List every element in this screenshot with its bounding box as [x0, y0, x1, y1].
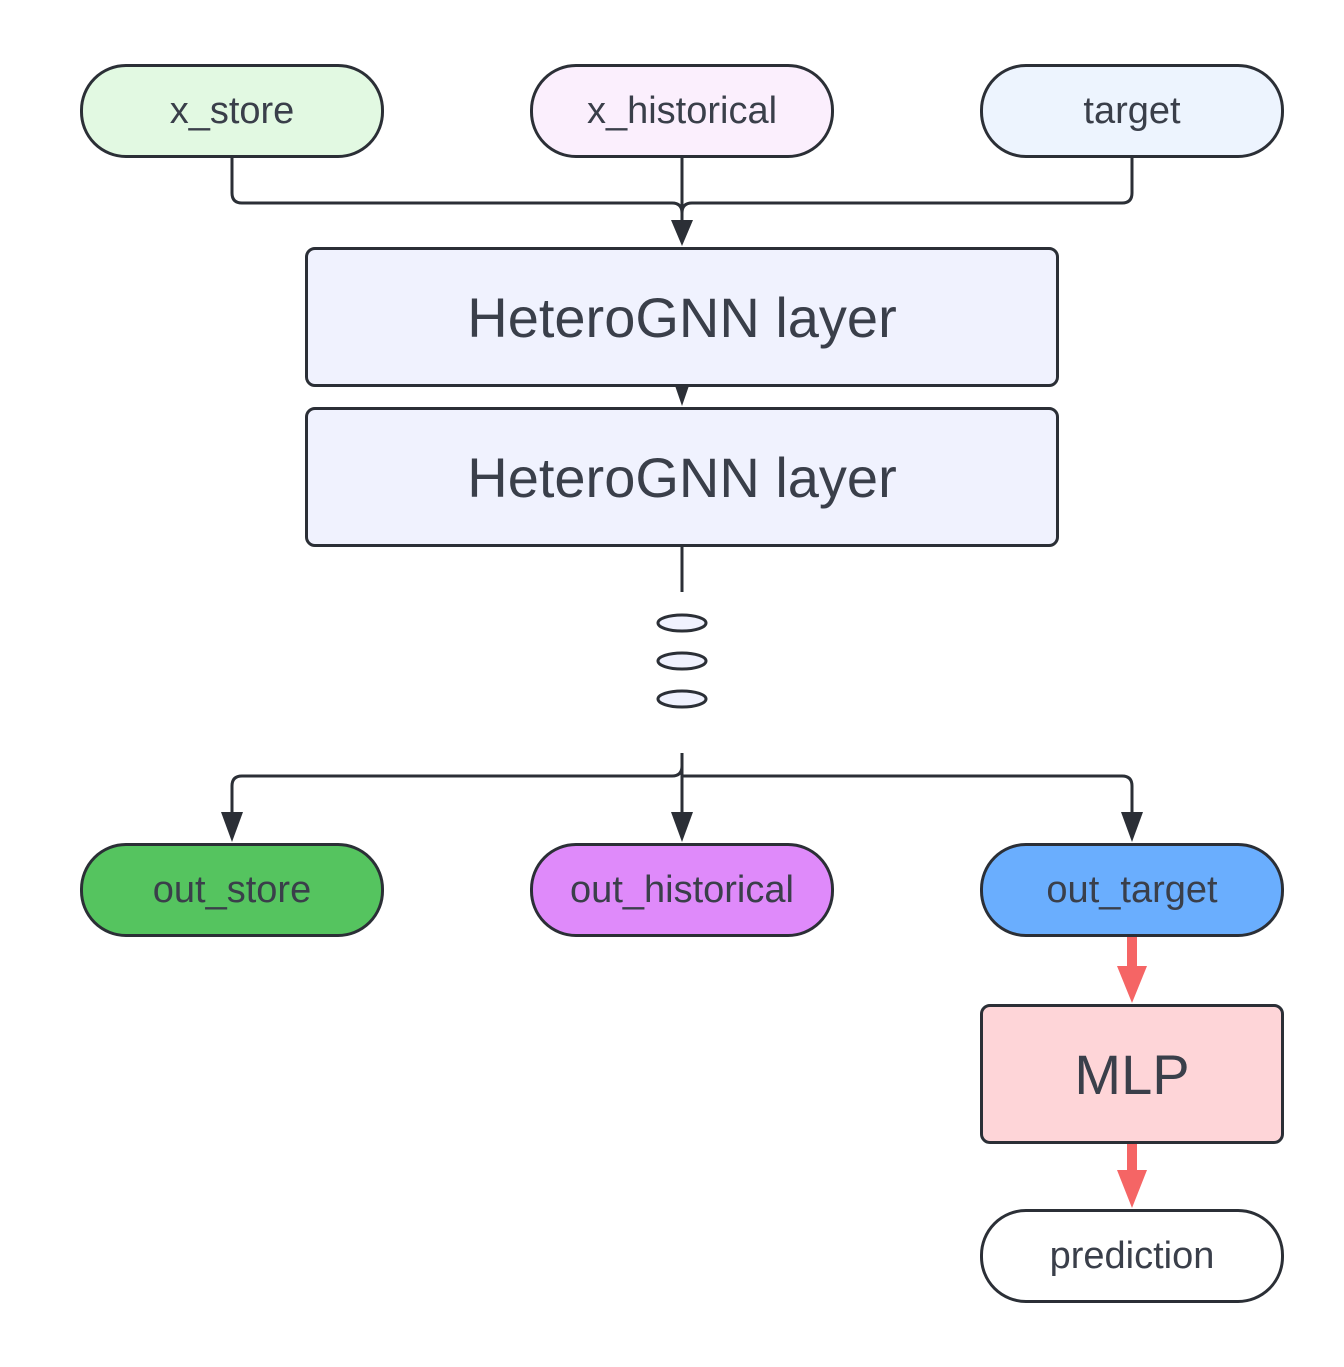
ellipsis-dot	[656, 689, 708, 709]
arrowhead-into-prediction	[1117, 1170, 1147, 1208]
edge-target-to-layer	[680, 158, 1134, 222]
node-out-historical: out_historical	[530, 843, 834, 937]
arrowhead-into-layer-1	[671, 220, 693, 246]
node-label: HeteroGNN layer	[467, 445, 897, 509]
node-prediction: prediction	[980, 1209, 1284, 1303]
node-label: x_store	[169, 89, 295, 132]
edge-x-store-to-layer	[230, 158, 684, 222]
node-heterognn-layer-2: HeteroGNN layer	[305, 407, 1059, 547]
node-label: prediction	[1049, 1234, 1215, 1277]
edge-to-out-target	[682, 774, 1134, 815]
node-label: x_historical	[586, 89, 778, 132]
node-out-store: out_store	[80, 843, 384, 937]
node-label: HeteroGNN layer	[467, 285, 897, 349]
node-label: out_target	[1046, 868, 1218, 911]
node-heterognn-layer-1: HeteroGNN layer	[305, 247, 1059, 387]
node-x-store: x_store	[80, 64, 384, 158]
node-target: target	[980, 64, 1284, 158]
node-label: out_store	[152, 868, 312, 911]
arrowhead-out-store	[221, 812, 243, 842]
arrowhead-out-historical	[671, 812, 693, 842]
node-label: MLP	[1074, 1042, 1190, 1106]
node-out-target: out_target	[980, 843, 1284, 937]
node-label: target	[1083, 89, 1181, 132]
edge-to-out-store	[230, 753, 684, 815]
node-mlp: MLP	[980, 1004, 1284, 1144]
arrowhead-into-mlp	[1117, 966, 1147, 1003]
ellipsis-dot	[656, 651, 708, 671]
node-label: out_historical	[570, 868, 794, 911]
ellipsis-dot	[656, 613, 708, 633]
node-x-historical: x_historical	[530, 64, 834, 158]
arrowhead-out-target	[1121, 812, 1143, 842]
